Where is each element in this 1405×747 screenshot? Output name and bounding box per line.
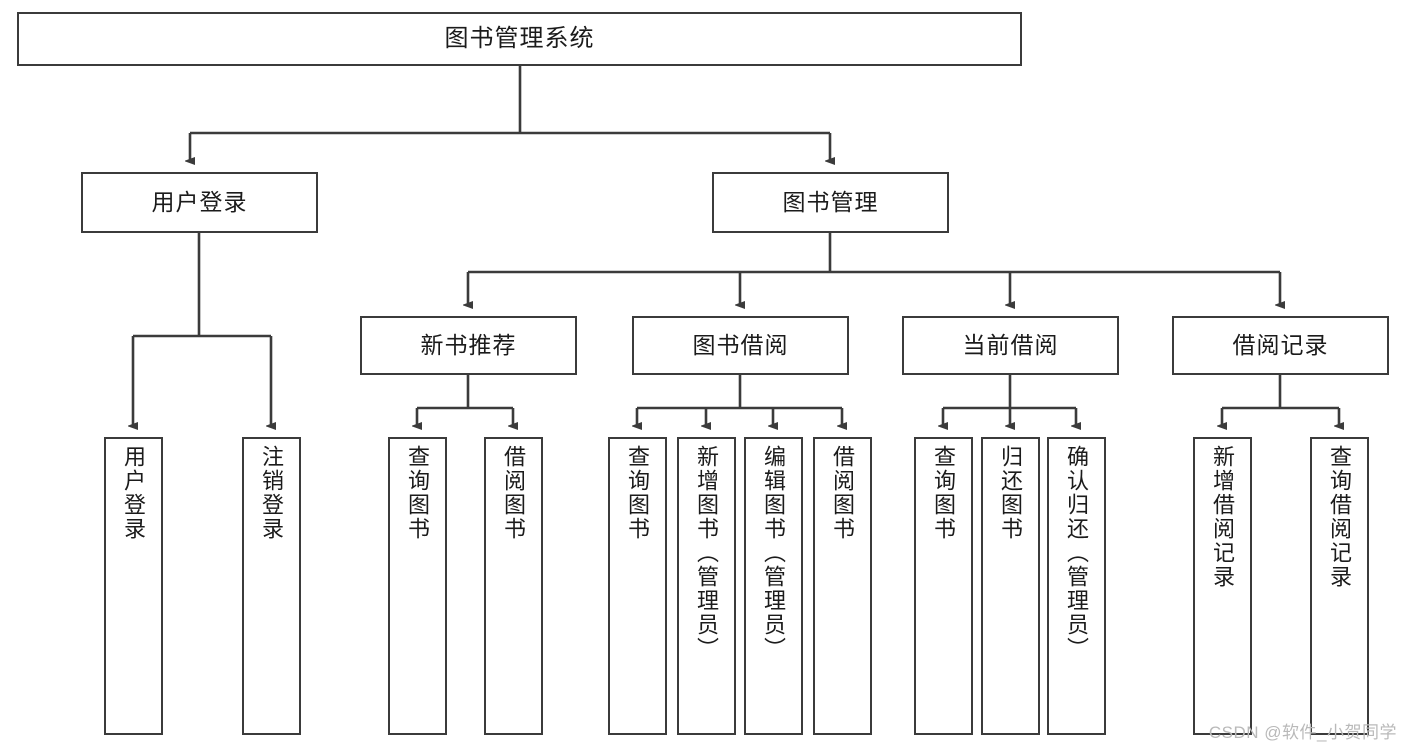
- leaf-user-login[interactable]: 用户登录: [104, 437, 163, 735]
- node-label: 借阅图书: [830, 445, 856, 541]
- node-label: 查询借阅记录: [1327, 445, 1353, 589]
- node-label: 借阅图书: [501, 445, 527, 541]
- node-label: 新书推荐: [420, 332, 517, 359]
- node-label: 图书借阅: [692, 332, 789, 359]
- leaf-logout[interactable]: 注销登录: [242, 437, 301, 735]
- leaf-confirm-return-admin[interactable]: 确认归还（管理员）: [1047, 437, 1106, 735]
- node-new-book-recommend[interactable]: 新书推荐: [360, 316, 577, 375]
- node-label: 用户登录: [121, 445, 147, 541]
- leaf-borrow-book[interactable]: 借阅图书: [813, 437, 872, 735]
- leaf-query-book-borrow[interactable]: 查询图书: [608, 437, 667, 735]
- leaf-query-book-recommend[interactable]: 查询图书: [388, 437, 447, 735]
- node-label: 图书管理: [782, 189, 879, 216]
- node-label: 借阅记录: [1232, 332, 1329, 359]
- node-label: 新增借阅记录: [1210, 445, 1236, 589]
- node-book-management[interactable]: 图书管理: [712, 172, 949, 233]
- watermark: CSDN @软件_小贺同学: [1208, 723, 1397, 742]
- node-label: 确认归还（管理员）: [1064, 445, 1090, 661]
- leaf-add-book-admin[interactable]: 新增图书（管理员）: [677, 437, 736, 735]
- leaf-add-borrow-record[interactable]: 新增借阅记录: [1193, 437, 1252, 735]
- node-current-borrow[interactable]: 当前借阅: [902, 316, 1119, 375]
- leaf-query-book-current[interactable]: 查询图书: [914, 437, 973, 735]
- node-label: 图书管理系统: [444, 25, 595, 52]
- leaf-query-borrow-record[interactable]: 查询借阅记录: [1310, 437, 1369, 735]
- node-root-library-system[interactable]: 图书管理系统: [17, 12, 1022, 66]
- leaf-edit-book-admin[interactable]: 编辑图书（管理员）: [744, 437, 803, 735]
- node-label: 查询图书: [625, 445, 651, 541]
- node-user-login[interactable]: 用户登录: [81, 172, 318, 233]
- node-label: 归还图书: [998, 445, 1024, 541]
- node-label: 新增图书（管理员）: [694, 445, 720, 661]
- node-borrow-records[interactable]: 借阅记录: [1172, 316, 1389, 375]
- leaf-return-book[interactable]: 归还图书: [981, 437, 1040, 735]
- node-label: 当前借阅: [962, 332, 1059, 359]
- node-label: 注销登录: [259, 445, 285, 541]
- leaf-borrow-book-recommend[interactable]: 借阅图书: [484, 437, 543, 735]
- node-label: 查询图书: [931, 445, 957, 541]
- node-label: 编辑图书（管理员）: [761, 445, 787, 661]
- node-label: 查询图书: [405, 445, 431, 541]
- node-label: 用户登录: [151, 189, 248, 216]
- node-book-borrow[interactable]: 图书借阅: [632, 316, 849, 375]
